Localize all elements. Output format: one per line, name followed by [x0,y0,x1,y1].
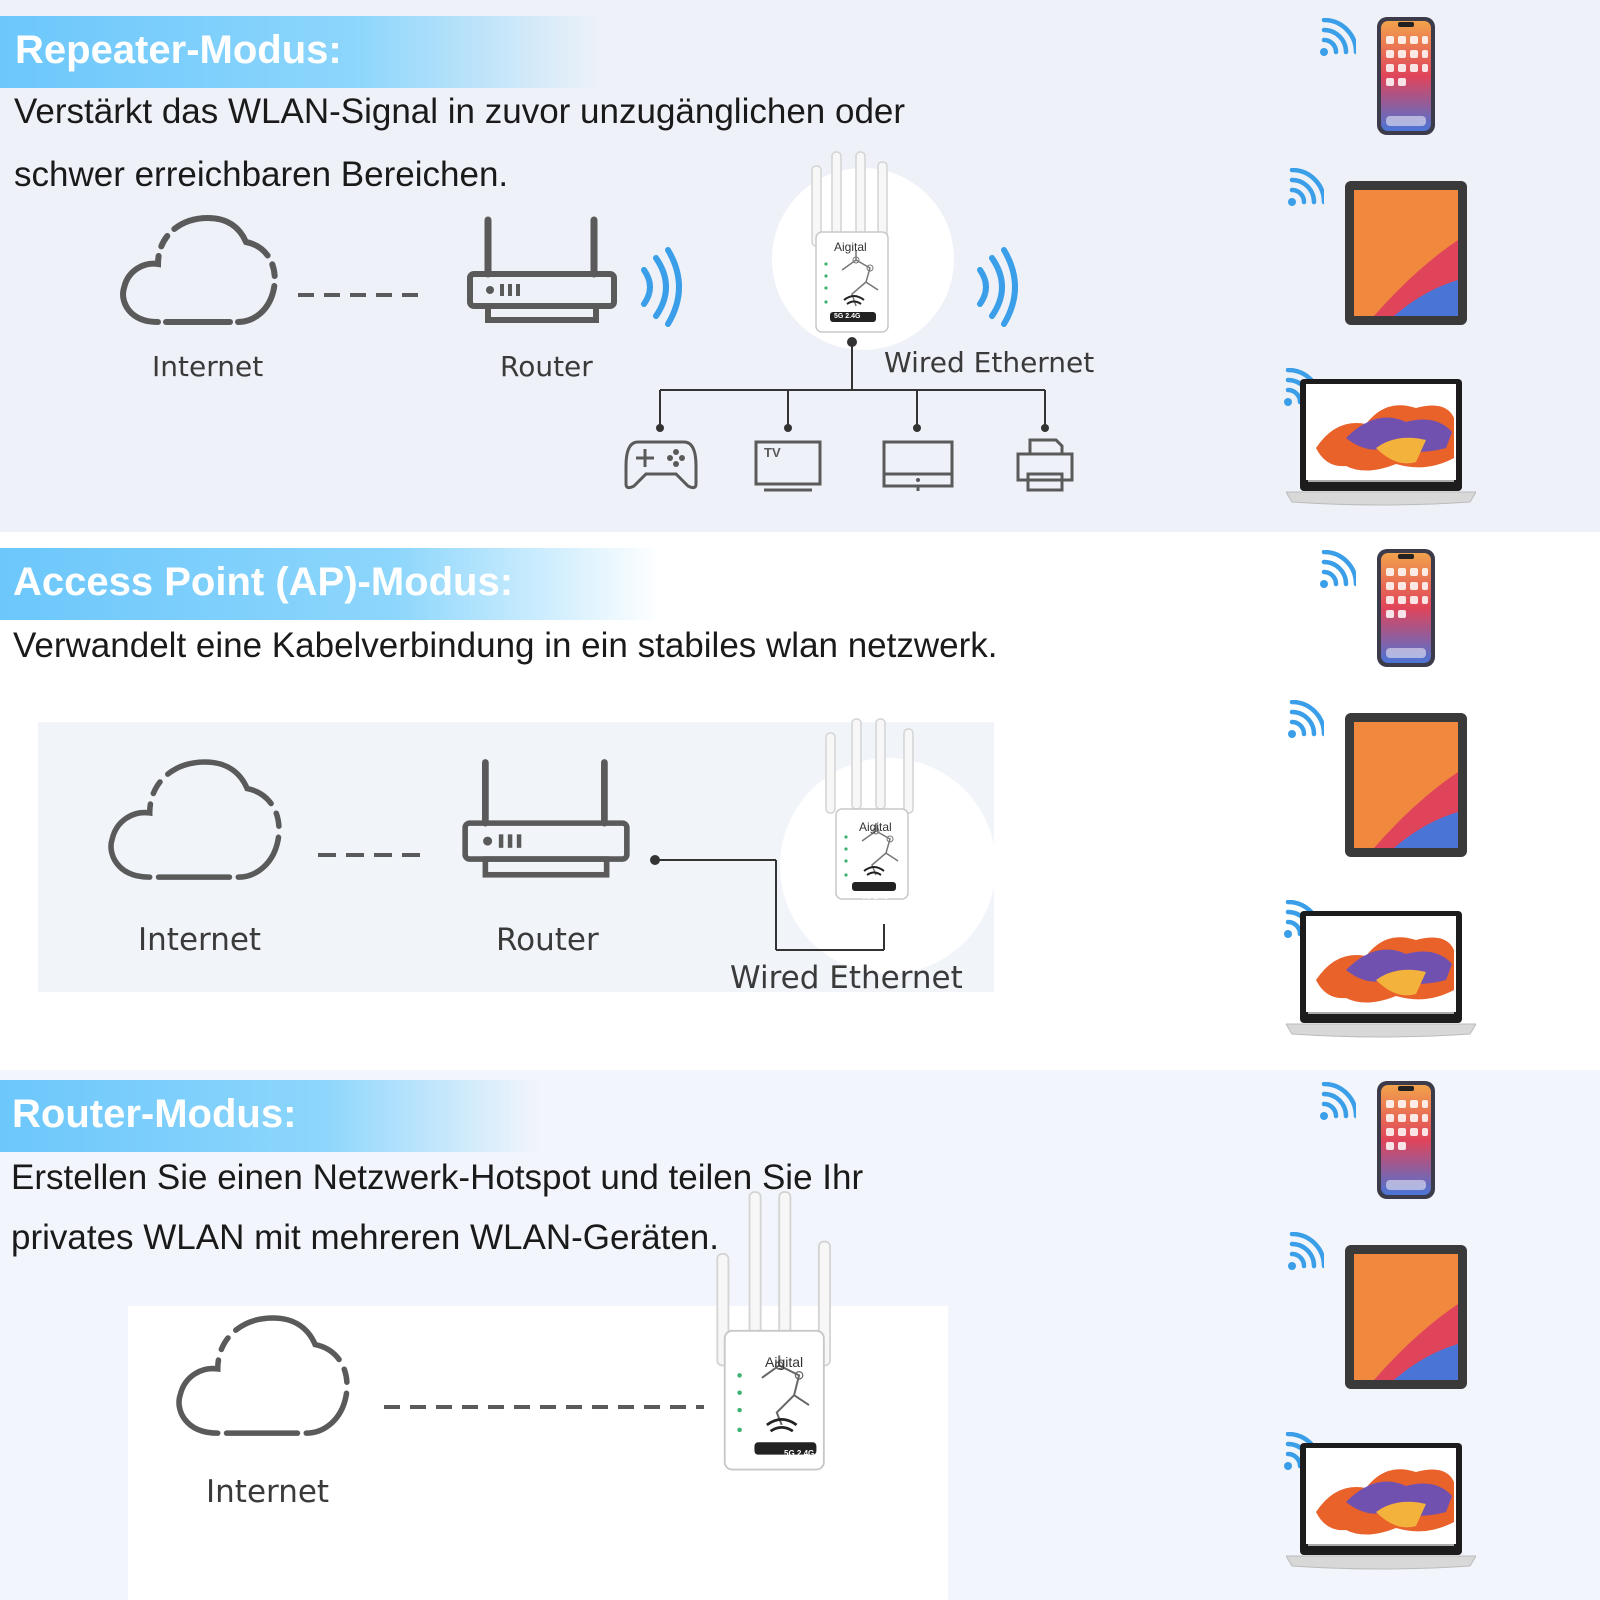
dashed-link [298,293,426,297]
laptop-icon [1286,379,1476,506]
wired-ethernet-label: Wired Ethernet [884,346,1095,379]
router-label: Router [496,922,599,958]
dashed-link [384,1405,704,1409]
tablet-icon [1345,181,1467,325]
wifi-extender-device [716,1191,831,1471]
dashed-link [318,853,422,857]
wifi-signal-icon [1288,700,1324,738]
printer-icon [1016,438,1074,492]
phone-icon [1377,17,1435,135]
wifi-signal-icon [1320,18,1356,56]
extender-bands: 5G 2.4G [834,313,861,320]
extender-brand: Aigital [834,240,867,254]
laptop-icon [1286,1443,1476,1570]
monitor-icon [882,440,954,491]
gamepad-icon [624,440,698,490]
wired-ethernet-label: Wired Ethernet [730,960,963,996]
router-icon [462,759,630,878]
phone-icon [1377,1081,1435,1199]
extender-brand: Aigital [859,820,892,834]
signal-waves-icon [977,247,1018,327]
extender-brand: Aigital [765,1354,804,1370]
internet-label: Internet [152,350,264,383]
cloud-icon [120,214,278,325]
router-label: Router [500,350,593,383]
wifi-extender-device [811,151,889,333]
wired-ethernet-link [650,855,885,951]
laptop-icon [1286,911,1476,1038]
internet-label: Internet [138,922,262,958]
access-point-mode-description: Verwandelt eine Kabelverbindung in ein s… [13,626,998,665]
router-mode-description-line-2: privates WLAN mit mehreren WLAN-Geräten. [11,1218,719,1257]
tv-icon: TV [754,440,822,492]
wifi-signal-icon [1288,1232,1324,1270]
router-mode-banner: Router-Modus: [0,1080,540,1152]
cloud-icon [108,759,282,880]
router-icon [467,216,617,323]
access-point-mode-section: Access Point (AP)-Modus: Verwandelt eine… [0,532,1600,1070]
router-mode-title: Router-Modus: [12,1092,297,1136]
client-devices-column [1280,0,1520,1600]
repeater-mode-section: Repeater-Modus: Verstärkt das WLAN-Signa… [0,0,1600,532]
wired-ethernet-tree [656,337,1049,432]
wifi-signal-icon [1288,168,1324,206]
repeater-mode-description-line-1: Verstärkt das WLAN-Signal in zuvor unzug… [14,92,906,131]
tablet-icon [1345,713,1467,857]
router-mode-description-line-1: Erstellen Sie einen Netzwerk-Hotspot und… [11,1158,864,1197]
repeater-mode-title: Repeater-Modus: [15,28,342,72]
cloud-icon [176,1315,350,1436]
phone-icon [1377,549,1435,667]
access-point-mode-title: Access Point (AP)-Modus: [13,560,514,604]
repeater-mode-description-line-2: schwer erreichbaren Bereichen. [14,155,509,194]
wifi-signal-icon [1320,550,1356,588]
tv-icon-text: TV [764,445,781,460]
signal-waves-icon [641,247,682,327]
extender-bands: 5G 2.4G [862,894,889,901]
access-point-mode-banner: Access Point (AP)-Modus: [0,548,660,620]
wifi-signal-icon [1320,1082,1356,1120]
repeater-mode-banner: Repeater-Modus: [0,16,600,88]
extender-bands: 5G 2.4G [784,1449,815,1458]
tablet-icon [1345,1245,1467,1389]
wifi-extender-device [825,718,914,900]
internet-label: Internet [206,1474,330,1510]
